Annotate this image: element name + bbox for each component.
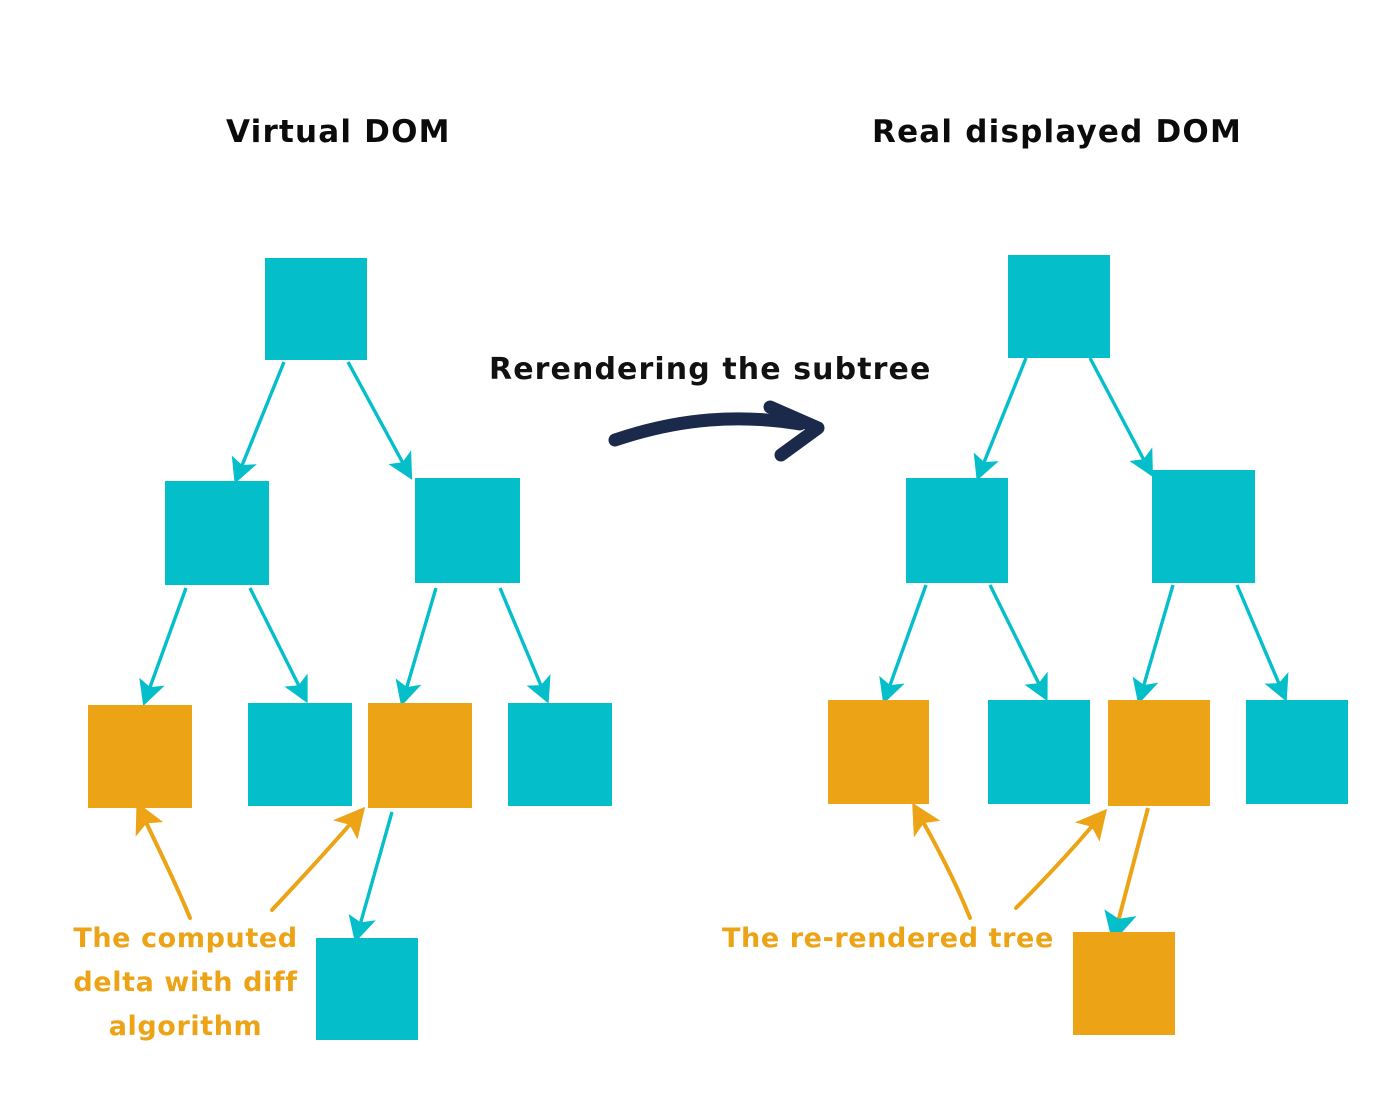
right-leaf-node-1[interactable]: [828, 700, 929, 804]
page-title-virtual-dom: Virtual DOM: [226, 114, 451, 150]
left-leaf-node-1[interactable]: [88, 705, 192, 808]
transition-label: Rerendering the subtree: [489, 352, 932, 387]
right-branch-node-2[interactable]: [1152, 470, 1255, 583]
right-leaf-node-4[interactable]: [1246, 700, 1348, 804]
left-annotation-arrows: [135, 801, 366, 920]
left-delta-connector: [348, 811, 394, 943]
caption-rerendered-tree: The re-rendered tree: [722, 923, 1054, 954]
left-leaf-node-4[interactable]: [508, 703, 612, 806]
right-rerender-connector: [1104, 807, 1150, 943]
left-branch-node-2[interactable]: [415, 478, 520, 583]
right-root-node[interactable]: [1008, 255, 1110, 358]
left-root-node[interactable]: [265, 258, 367, 360]
left-branch-node-1[interactable]: [165, 481, 269, 585]
rerender-arrow-icon: [608, 400, 825, 462]
caption-computed-delta: The computed delta with diff algorithm: [73, 923, 298, 1042]
right-annotation-arrows: [912, 802, 1108, 920]
left-leaf-node-3[interactable]: [368, 703, 472, 808]
right-branch-node-1[interactable]: [906, 478, 1008, 583]
right-leaf-node-2[interactable]: [988, 700, 1090, 804]
right-detached-node[interactable]: [1073, 932, 1175, 1035]
left-detached-node[interactable]: [316, 938, 418, 1040]
page-title-real-dom: Real displayed DOM: [872, 114, 1243, 150]
left-leaf-node-2[interactable]: [248, 703, 352, 806]
right-leaf-node-3[interactable]: [1108, 700, 1210, 806]
